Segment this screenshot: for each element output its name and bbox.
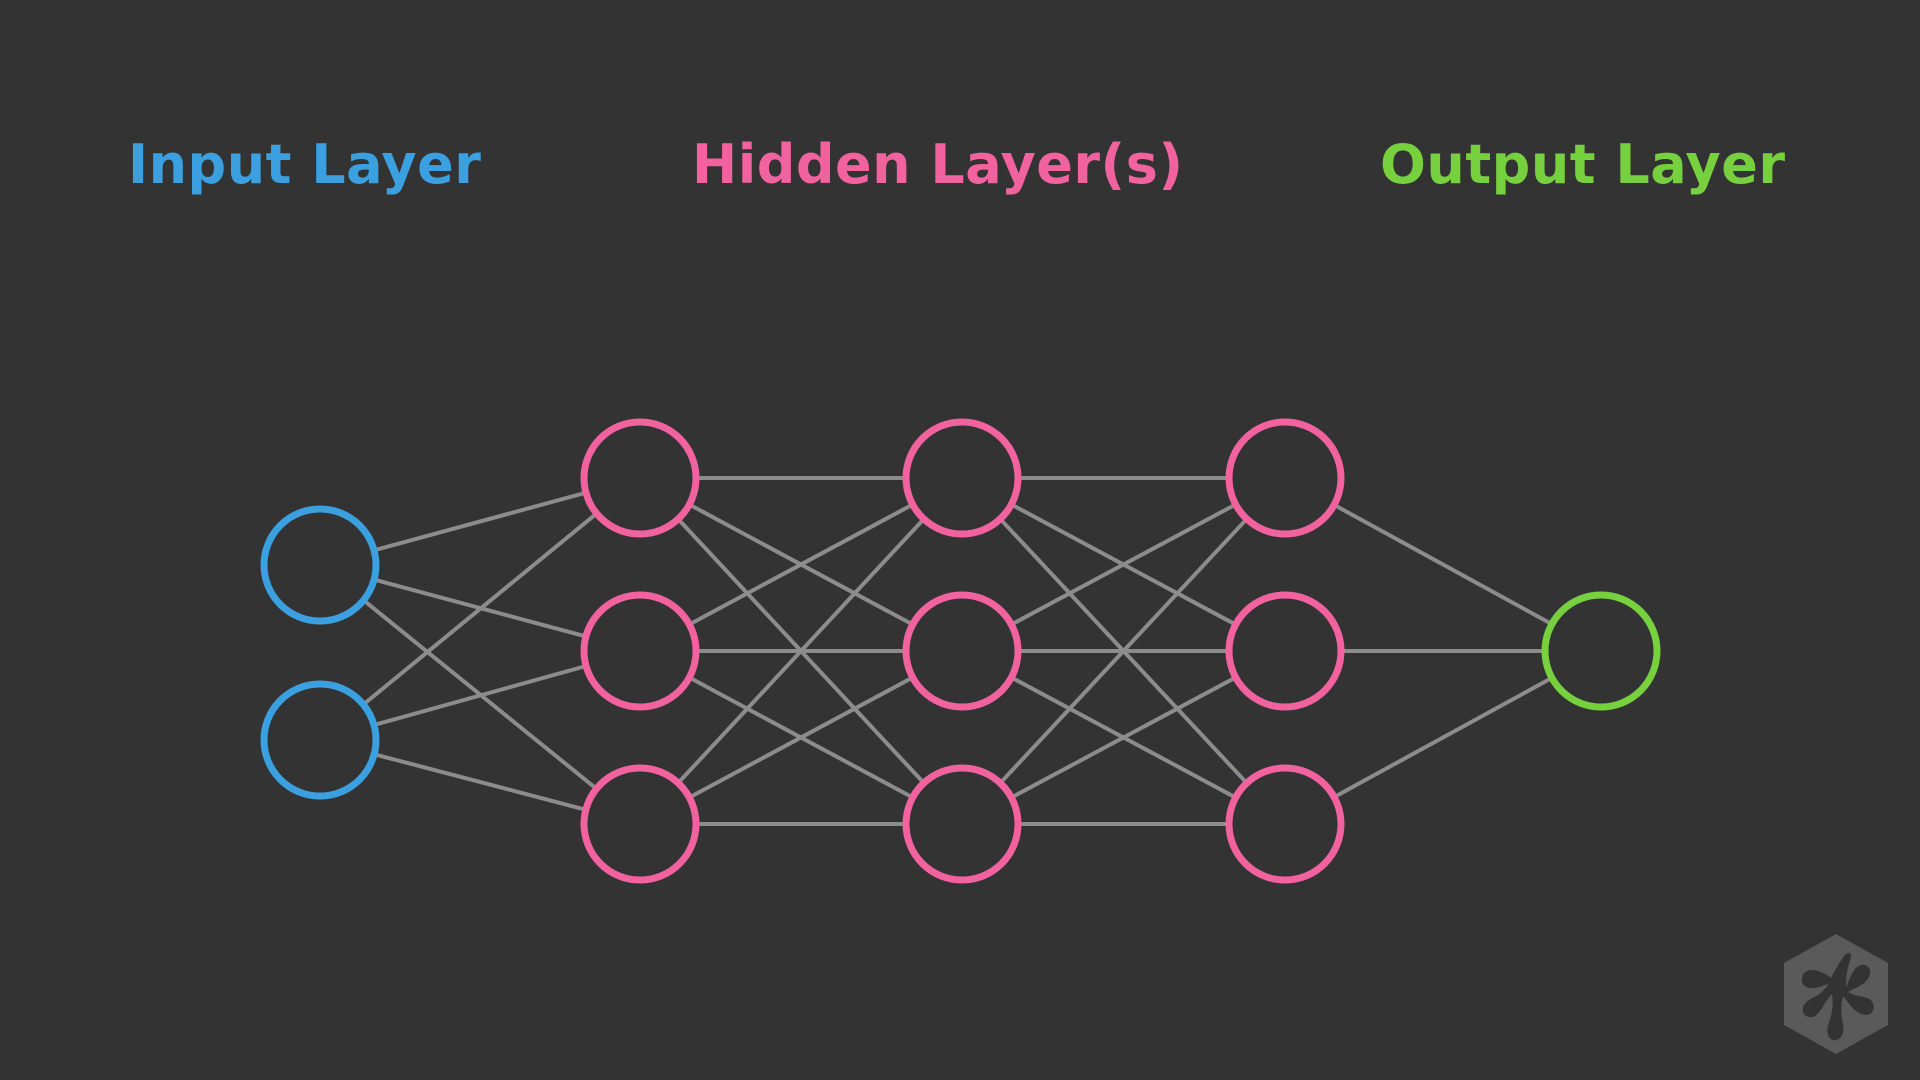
edge-input-1-to-hidden-1-2	[372, 752, 588, 812]
edges-group	[361, 476, 1554, 826]
edge-hidden-3-0-to-output-0	[1332, 502, 1554, 627]
node-hidden-3-3	[1225, 764, 1345, 884]
output-layer-label: Output Layer	[1380, 133, 1786, 196]
node-output-1	[1541, 591, 1661, 711]
edge-hidden-2-1-to-hidden-3-0	[1009, 502, 1238, 627]
input-layer-label: Input Layer	[128, 133, 482, 196]
node-hidden-1-2	[580, 591, 700, 711]
node-hidden-1-3	[580, 764, 700, 884]
node-hidden-2-2	[902, 591, 1022, 711]
edge-hidden-1-2-to-hidden-2-0	[676, 516, 926, 786]
node-hidden-1-1	[580, 418, 700, 538]
node-hidden-3-1	[1225, 418, 1345, 538]
neuron-glyph	[1801, 953, 1874, 1041]
edge-input-1-to-hidden-1-1	[371, 664, 589, 727]
nodes-group	[260, 418, 1661, 884]
edge-input-0-to-hidden-1-0	[372, 490, 588, 553]
edge-hidden-2-2-to-hidden-3-1	[1009, 675, 1238, 800]
edge-hidden-2-2-to-hidden-3-0	[998, 516, 1249, 786]
edge-input-1-to-hidden-1-0	[361, 511, 599, 707]
node-input-1	[260, 505, 380, 625]
hexagon-neuron-logo-watermark	[1784, 934, 1888, 1054]
edge-hidden-1-2-to-hidden-2-1	[687, 675, 915, 800]
node-hidden-3-2	[1225, 591, 1345, 711]
node-hidden-2-1	[902, 418, 1022, 538]
hidden-layer-label: Hidden Layer(s)	[692, 133, 1184, 196]
edge-hidden-1-1-to-hidden-2-0	[687, 502, 915, 627]
node-hidden-2-3	[902, 764, 1022, 884]
node-input-2	[260, 680, 380, 800]
edge-hidden-3-2-to-output-0	[1332, 675, 1554, 800]
